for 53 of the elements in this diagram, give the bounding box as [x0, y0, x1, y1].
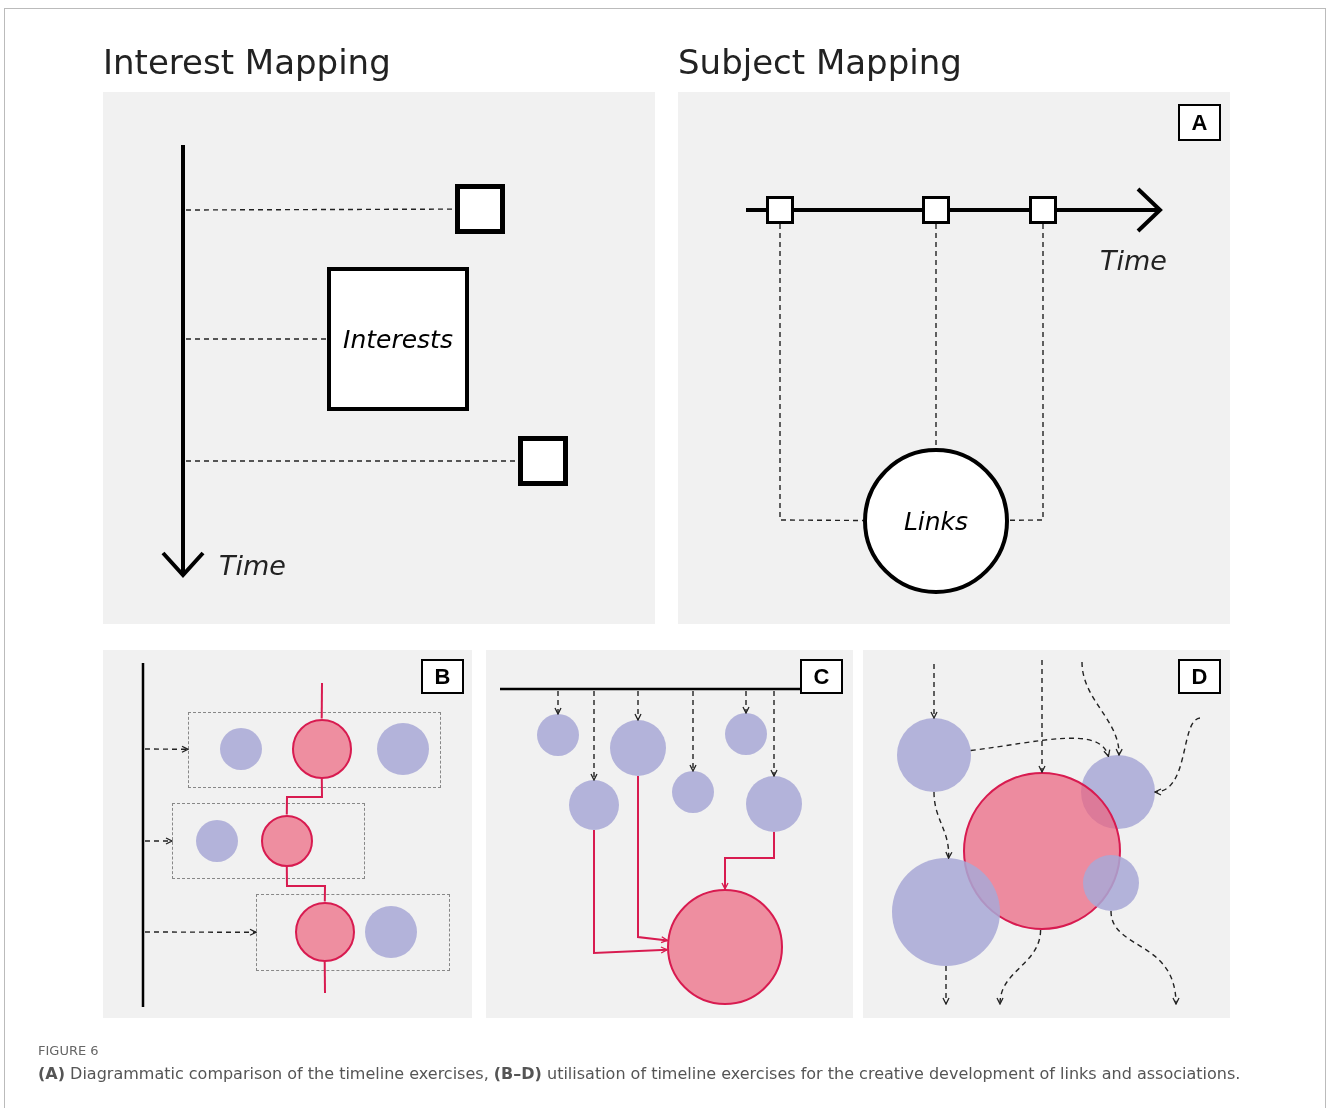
- arrow: [1081, 661, 1123, 756]
- arrow: [770, 690, 778, 777]
- circle-node: Links: [863, 448, 1009, 594]
- square-node: Interests: [327, 267, 469, 411]
- panel: [863, 650, 1230, 1018]
- arrow: [970, 737, 1110, 757]
- axis-label: Time: [219, 550, 286, 581]
- arrow: [1038, 659, 1046, 773]
- circle-node: [746, 776, 802, 832]
- panel: [103, 650, 472, 1018]
- circle-node: [1083, 855, 1139, 911]
- arrow: [721, 831, 775, 890]
- circle-node: [725, 713, 767, 755]
- arrow: [634, 690, 642, 721]
- arrow: [1154, 717, 1201, 795]
- panel-letter: A: [1178, 104, 1221, 141]
- arrow: [1110, 910, 1180, 1005]
- panel-heading: Subject Mapping: [678, 42, 962, 82]
- panel-letter: B: [421, 659, 464, 694]
- square-node: [455, 184, 505, 234]
- arrow: [689, 690, 697, 772]
- dashed-group-box: [172, 803, 365, 879]
- arrow: [942, 965, 950, 1005]
- square-node: [1029, 196, 1057, 224]
- arrow: [144, 928, 257, 936]
- circle-node: [219, 727, 262, 770]
- circle-node: [537, 714, 579, 756]
- dashed-group-box: [188, 712, 441, 788]
- panel-letter: C: [800, 659, 843, 694]
- circle-node: [569, 780, 619, 830]
- figure-number: FIGURE 6: [38, 1043, 99, 1058]
- panel: [486, 650, 853, 1018]
- arrow: [554, 690, 562, 715]
- arrow: [590, 690, 598, 781]
- arrow: [144, 837, 173, 845]
- axis-label: Time: [1100, 245, 1167, 276]
- arrow: [637, 775, 669, 944]
- circle-node: [610, 720, 666, 776]
- dashed-group-box: [256, 894, 450, 971]
- arrow: [144, 745, 189, 753]
- arrow: [933, 791, 953, 859]
- square-node: [518, 436, 568, 486]
- square-node: [922, 196, 950, 224]
- circle-node: [195, 819, 238, 862]
- arrow: [742, 690, 750, 714]
- square-node: [766, 196, 794, 224]
- arrow: [930, 663, 938, 719]
- circle-node: [672, 771, 714, 813]
- figure-caption: (A) Diagrammatic comparison of the timeline exercises, (B–D) utilisation of timeline exercises for the creative development of links and associations.: [38, 1064, 1241, 1083]
- arrow: [996, 929, 1042, 1005]
- panel-heading: Interest Mapping: [103, 42, 391, 82]
- panel-letter: D: [1178, 659, 1221, 694]
- arrow: [593, 829, 669, 955]
